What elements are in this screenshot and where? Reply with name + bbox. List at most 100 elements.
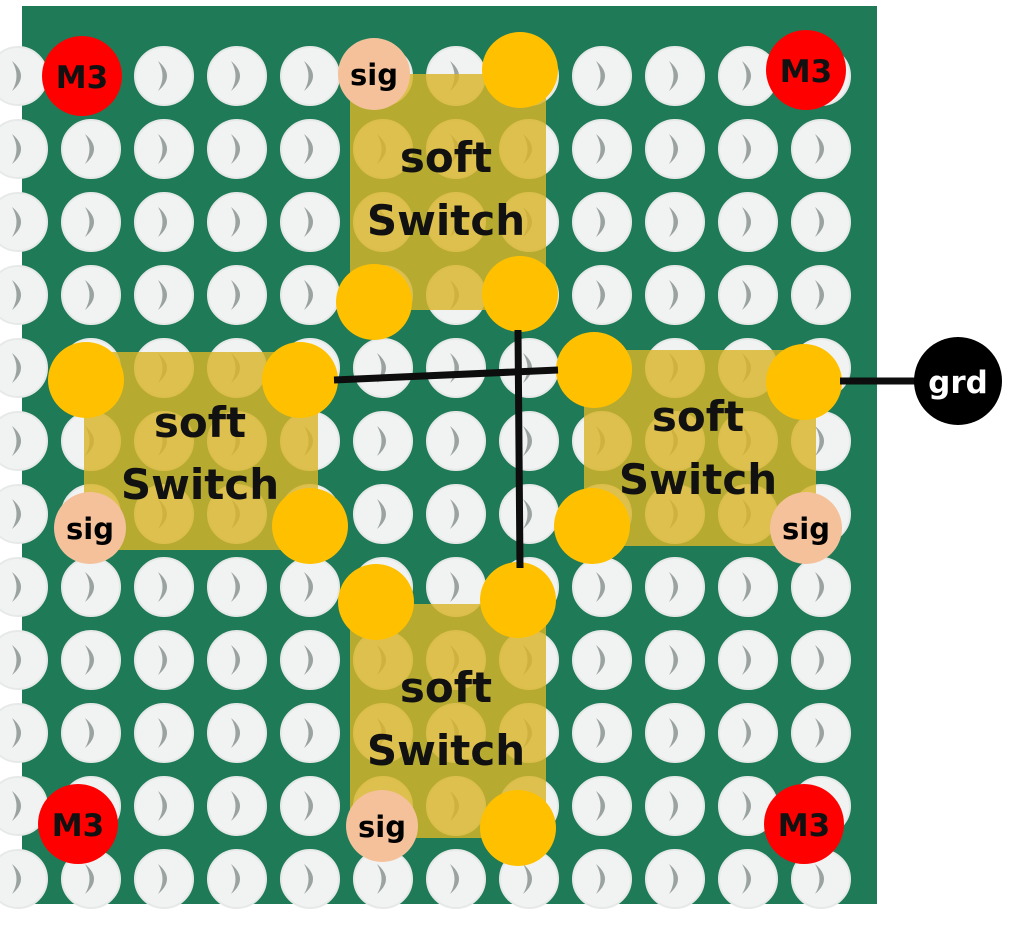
- mount-hole-top-left: M3: [42, 36, 122, 116]
- hole-shading: [304, 645, 313, 675]
- sig-pad-right: sig: [770, 492, 842, 564]
- sig-pad-left: sig: [54, 492, 126, 564]
- svg-text:M3: M3: [778, 808, 830, 844]
- hole-shading: [231, 864, 240, 894]
- hole-shading: [12, 645, 21, 675]
- hole-shading: [85, 864, 94, 894]
- hole-shading: [815, 718, 824, 748]
- hole-shading: [231, 207, 240, 237]
- switch-bottom-label-line1: soft: [400, 663, 492, 712]
- hole-shading: [742, 645, 751, 675]
- hole-shading: [158, 280, 167, 310]
- through-hole: [0, 119, 48, 179]
- hole-shading: [815, 645, 824, 675]
- hole-shading: [85, 572, 94, 602]
- hole-shading: [158, 645, 167, 675]
- hole-shading: [231, 645, 240, 675]
- hole-shading: [523, 426, 532, 456]
- hole-shading: [596, 61, 605, 91]
- hole-shading: [596, 207, 605, 237]
- mount-hole-top-right: M3: [766, 30, 846, 110]
- pad: [480, 790, 556, 866]
- hole-shading: [304, 207, 313, 237]
- pad: [48, 342, 124, 418]
- pad: [554, 488, 630, 564]
- hole-shading: [12, 572, 21, 602]
- hole-shading: [596, 572, 605, 602]
- ground-terminal: grd: [914, 337, 1002, 425]
- through-hole: [0, 484, 48, 544]
- hole-shading: [742, 791, 751, 821]
- pad: [482, 256, 558, 332]
- hole-shading: [450, 426, 459, 456]
- through-hole: [0, 265, 48, 325]
- sig-pad-top: sig: [338, 38, 410, 110]
- through-hole: [0, 46, 48, 106]
- hole-shading: [742, 280, 751, 310]
- pad: [766, 344, 842, 420]
- hole-shading: [815, 280, 824, 310]
- hole-shading: [742, 718, 751, 748]
- hole-shading: [85, 645, 94, 675]
- hole-shading: [742, 864, 751, 894]
- hole-shading: [815, 426, 824, 456]
- svg-text:M3: M3: [56, 60, 108, 96]
- hole-shading: [669, 134, 678, 164]
- hole-shading: [231, 61, 240, 91]
- through-hole: [0, 338, 48, 398]
- hole-shading: [85, 207, 94, 237]
- hole-shading: [815, 134, 824, 164]
- hole-shading: [158, 572, 167, 602]
- hole-shading: [304, 572, 313, 602]
- hole-shading: [669, 280, 678, 310]
- hole-shading: [85, 718, 94, 748]
- switch-right-label-line2: Switch: [619, 455, 777, 504]
- switch-left-label-line2: Switch: [121, 460, 279, 509]
- mount-hole-bottom-right: M3: [764, 784, 844, 864]
- hole-shading: [12, 353, 21, 383]
- through-hole: [0, 630, 48, 690]
- hole-shading: [12, 61, 21, 91]
- hole-shading: [377, 426, 386, 456]
- hole-shading: [158, 61, 167, 91]
- hole-shading: [742, 207, 751, 237]
- hole-shading: [450, 572, 459, 602]
- pad: [272, 488, 348, 564]
- switch-left-label-line1: soft: [154, 398, 246, 447]
- hole-shading: [815, 207, 824, 237]
- hole-shading: [596, 864, 605, 894]
- hole-shading: [596, 718, 605, 748]
- hole-shading: [158, 134, 167, 164]
- hole-shading: [231, 791, 240, 821]
- pad: [482, 32, 558, 108]
- hole-shading: [304, 61, 313, 91]
- hole-shading: [12, 134, 21, 164]
- hole-shading: [304, 134, 313, 164]
- hole-shading: [12, 207, 21, 237]
- hole-shading: [85, 134, 94, 164]
- hole-shading: [231, 718, 240, 748]
- through-hole: [0, 849, 48, 909]
- svg-text:sig: sig: [350, 58, 398, 92]
- hole-shading: [669, 207, 678, 237]
- switch-bottom-label-line2: Switch: [367, 726, 525, 775]
- hole-shading: [12, 280, 21, 310]
- svg-text:sig: sig: [782, 512, 830, 546]
- svg-text:grd: grd: [928, 365, 988, 401]
- switch-top-label-line1: soft: [400, 133, 492, 182]
- mount-hole-bottom-left: M3: [38, 784, 118, 864]
- hole-shading: [304, 791, 313, 821]
- hole-shading: [669, 572, 678, 602]
- sig-pad-bottom: sig: [346, 790, 418, 862]
- svg-text:M3: M3: [52, 808, 104, 844]
- hole-shading: [523, 864, 532, 894]
- hole-shading: [596, 645, 605, 675]
- hole-shading: [669, 791, 678, 821]
- hole-shading: [815, 572, 824, 602]
- hole-shading: [450, 864, 459, 894]
- hole-shading: [669, 864, 678, 894]
- hole-shading: [304, 864, 313, 894]
- hole-shading: [12, 791, 21, 821]
- hole-shading: [596, 280, 605, 310]
